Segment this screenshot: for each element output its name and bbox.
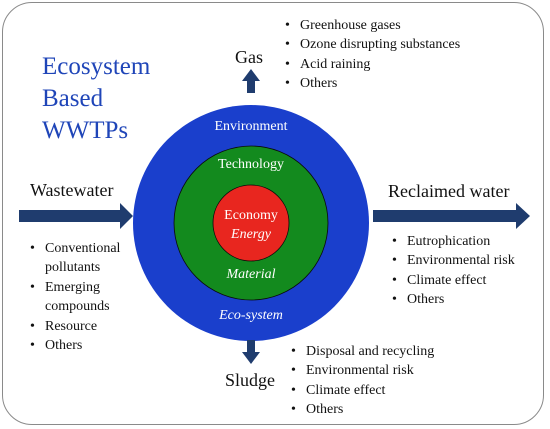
reclaimed-water-arrow [373, 203, 530, 229]
list-item: Climate effect [289, 381, 434, 401]
list-item: Emerging compounds [28, 278, 155, 317]
reclaimed-water-impact-list: Eutrophication Environmental risk Climat… [390, 232, 515, 310]
ring-label-technology: Technology [218, 157, 284, 172]
gas-impact-list: Greenhouse gases Ozone disrupting substa… [283, 16, 460, 94]
title-line-3: WWTPs [42, 117, 129, 144]
list-item: Climate effect [390, 271, 515, 291]
wastewater-label: Wastewater [30, 180, 114, 200]
list-item: Disposal and recycling [289, 342, 434, 362]
inner-core-economy [212, 184, 290, 262]
ring-label-material: Material [226, 267, 276, 282]
diagram-frame [2, 2, 544, 425]
sludge-label: Sludge [225, 370, 276, 390]
gas-arrow [242, 69, 260, 93]
list-item: Others [390, 290, 515, 310]
list-item: Environmental risk [390, 251, 515, 271]
list-item: Others [28, 336, 155, 356]
list-item: Environmental risk [289, 361, 434, 381]
list-item: Others [289, 400, 434, 420]
list-item: Others [283, 74, 460, 94]
wastewater-arrow [19, 203, 133, 229]
title-line-1: Ecosystem [42, 53, 151, 80]
ring-label-economy: Economy [224, 208, 278, 223]
ring-label-environment: Environment [214, 119, 287, 134]
list-item: Conventional pollutants [28, 239, 155, 278]
sludge-arrow [242, 340, 260, 364]
list-item: Acid raining [283, 55, 460, 75]
list-item: Greenhouse gases [283, 16, 460, 36]
sludge-impact-list: Disposal and recycling Environmental ris… [289, 342, 434, 420]
gas-label: Gas [235, 47, 263, 67]
reclaimed-water-label: Reclaimed water [388, 181, 510, 201]
wastewater-components-list: Conventional pollutants Emerging compoun… [28, 239, 155, 356]
list-item: Ozone disrupting substances [283, 35, 460, 55]
list-item: Resource [28, 317, 155, 337]
ring-label-energy: Energy [230, 227, 272, 242]
list-item: Eutrophication [390, 232, 515, 252]
title-line-2: Based [42, 85, 104, 112]
ring-label-eco-system: Eco-system [218, 308, 283, 323]
